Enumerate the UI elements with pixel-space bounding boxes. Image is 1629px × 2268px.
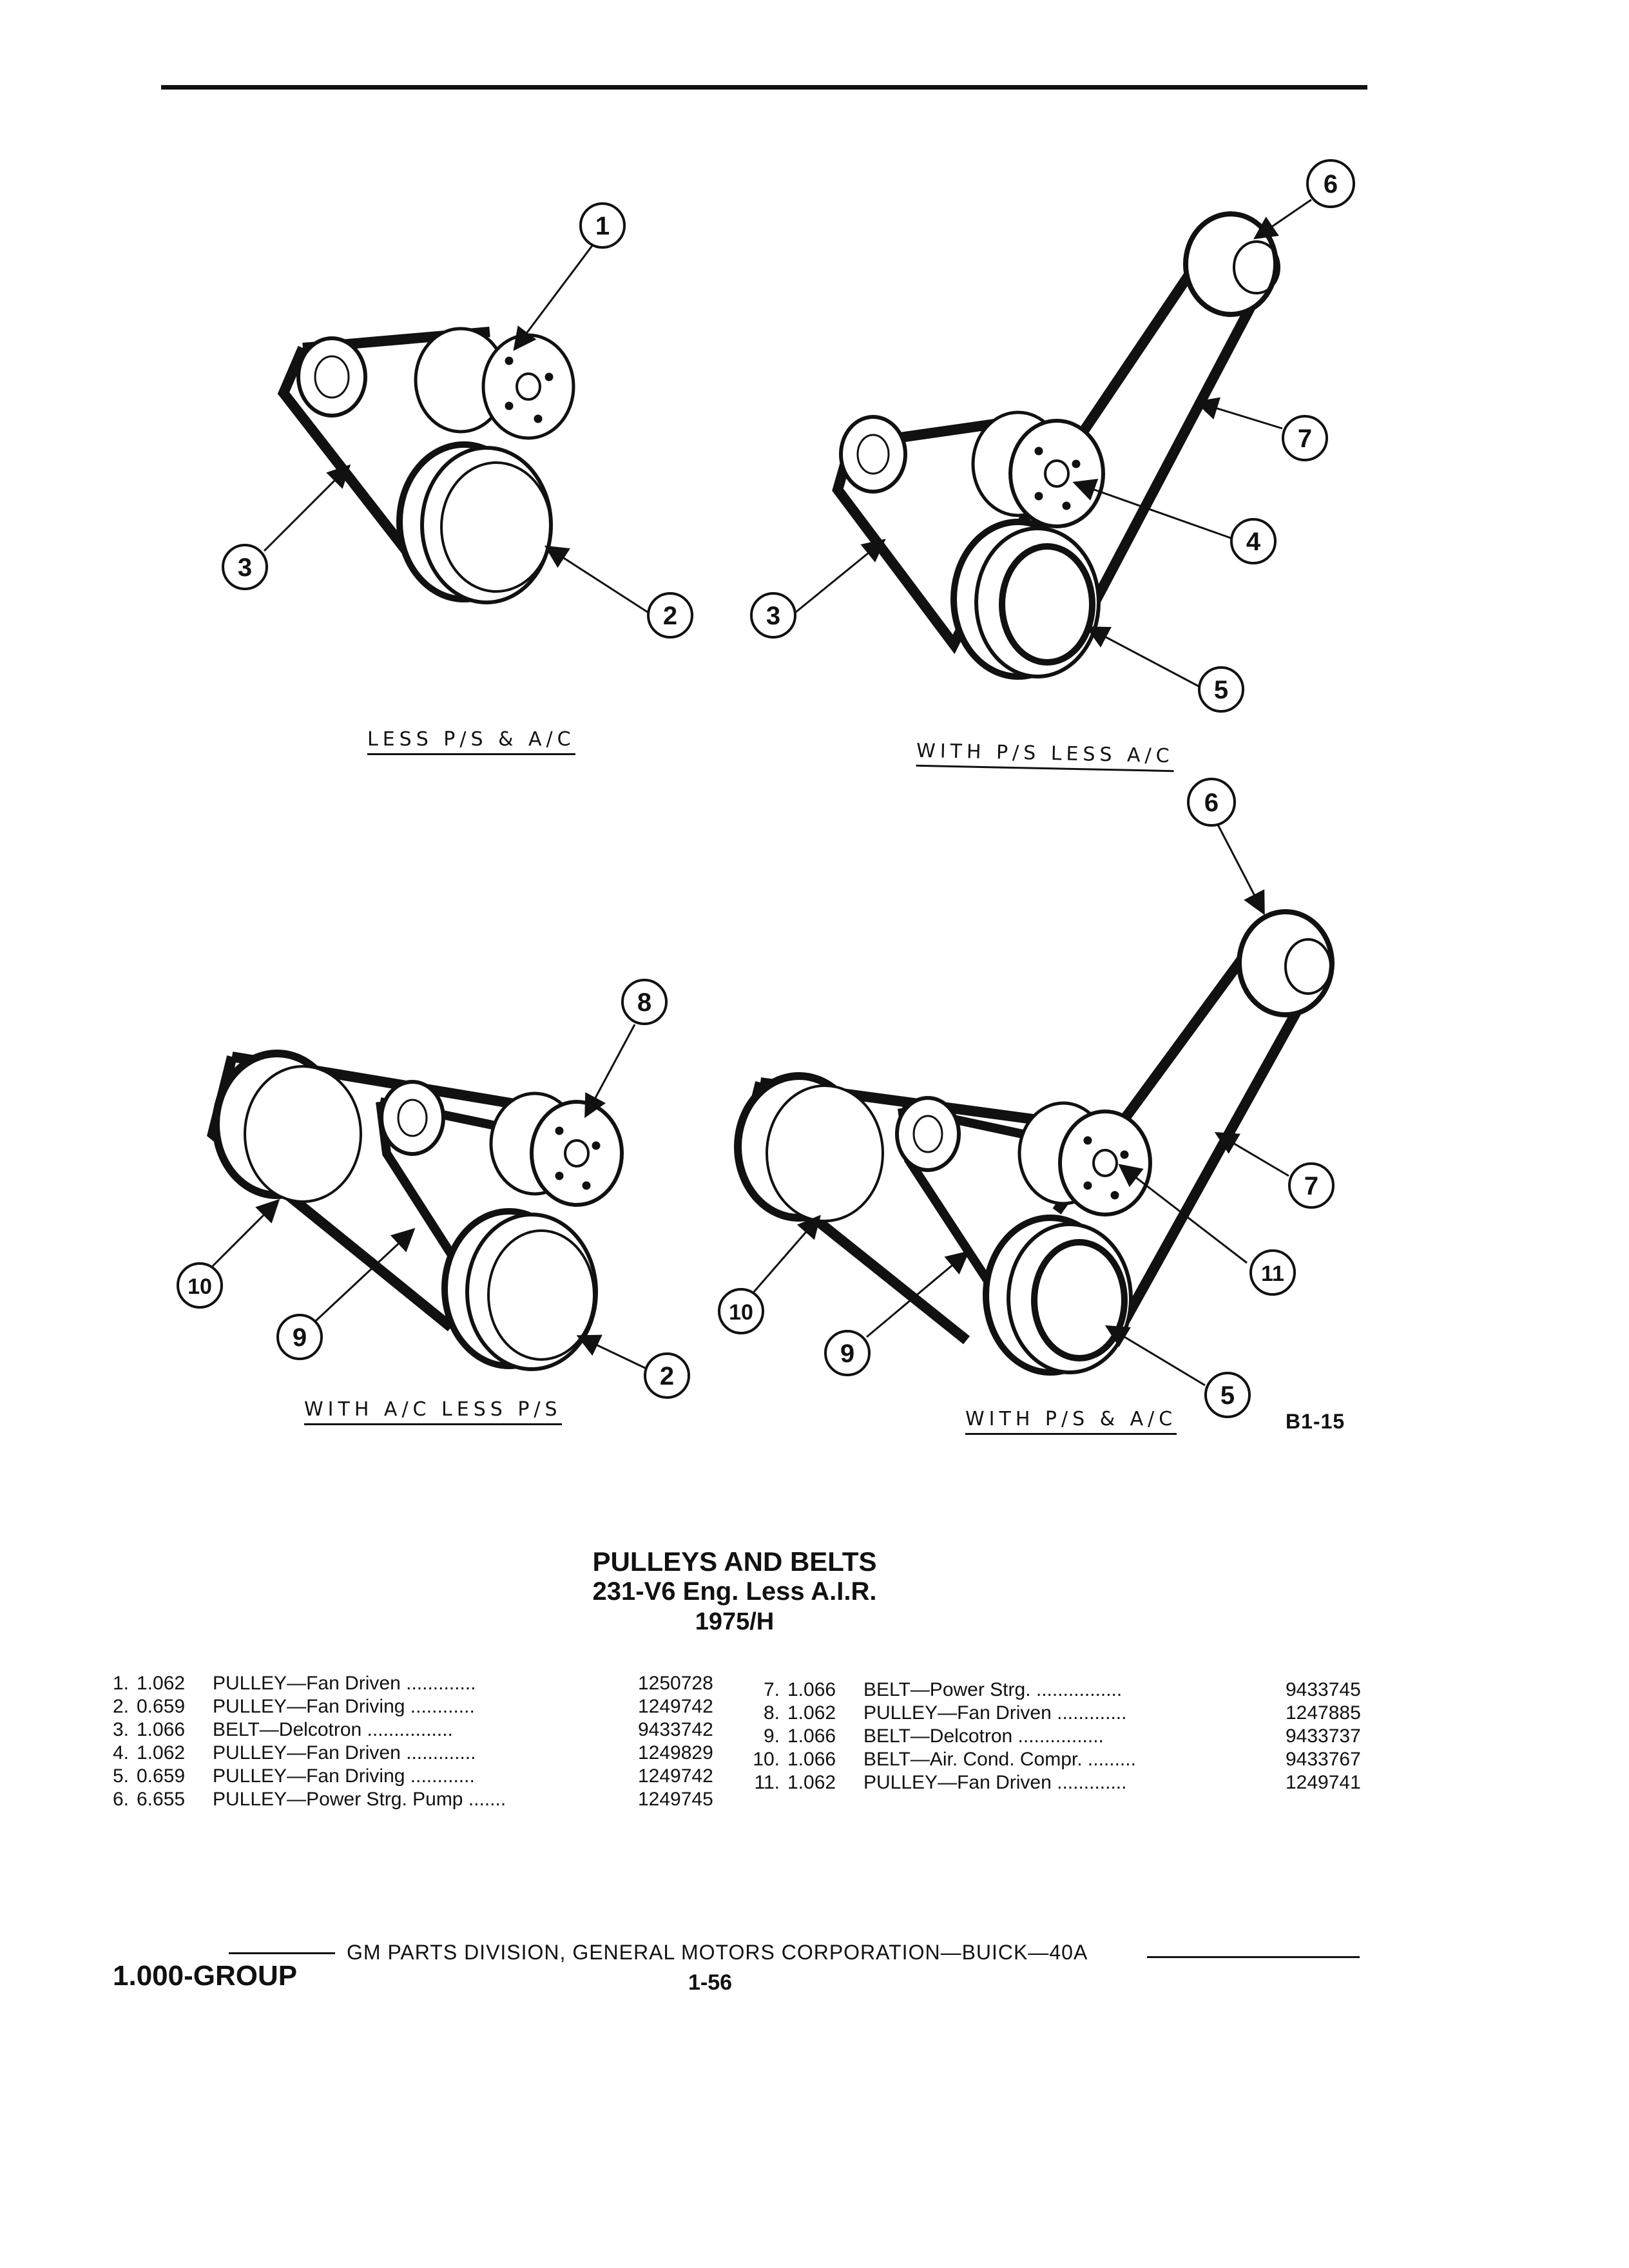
item-part-number: 1249742: [638, 1765, 713, 1787]
item-description: PULLEY—Fan Driven .............: [863, 1772, 1127, 1793]
footer-publisher: GM PARTS DIVISION, GENERAL MOTORS CORPOR…: [347, 1941, 1088, 1964]
callout-d3-2: 2: [660, 1362, 674, 1390]
item-description: BELT—Delcotron ................: [213, 1719, 453, 1740]
caption-with-ac-less-ps: WITH A/C LESS P/S: [304, 1398, 562, 1425]
item-part-number: 9433745: [1286, 1679, 1361, 1700]
item-qty: 1.062: [787, 1772, 836, 1793]
item-description: PULLEY—Fan Driven .............: [213, 1742, 476, 1763]
section-subtitle: 231-V6 Eng. Less A.I.R.: [592, 1577, 877, 1606]
footer-rule-left: [229, 1952, 335, 1954]
item-number: 9.: [763, 1725, 780, 1747]
item-qty: 1.062: [787, 1702, 836, 1724]
item-qty: 1.062: [137, 1742, 186, 1763]
diagram-less-ps-ac: [222, 202, 693, 639]
item-number: 4.: [112, 1742, 129, 1763]
callout-d3-10: 10: [188, 1274, 212, 1299]
item-description: BELT—Air. Cond. Compr. .........: [863, 1749, 1136, 1770]
list-item: 4. 1.062 PULLEY—Fan Driven ............. 12…: [90, 1742, 735, 1765]
diagram-with-ps-ac: [718, 778, 1335, 1418]
item-number: 7.: [763, 1679, 780, 1700]
callout-d1-1: 1: [595, 212, 610, 240]
item-description: PULLEY—Fan Driving ............: [213, 1696, 475, 1717]
item-number: 6.: [112, 1789, 129, 1810]
item-number: 2.: [112, 1696, 129, 1717]
item-number: 1.: [112, 1673, 129, 1694]
caption-less-ps-ac: LESS P/S & A/C: [367, 728, 575, 755]
caption-with-ps-less-ac: WITH P/S LESS A/C: [916, 739, 1174, 773]
parts-list-right: 7. 1.066 BELT—Power Strg. ................…: [741, 1678, 1482, 1794]
item-part-number: 1249745: [638, 1789, 713, 1810]
diagram-with-ps-less-ac: [750, 159, 1355, 713]
list-item: 8. 1.062 PULLEY—Fan Driven ............. 12…: [741, 1702, 1482, 1725]
item-number: 5.: [112, 1765, 129, 1787]
item-description: BELT—Power Strg. ................: [863, 1679, 1123, 1700]
list-item: 11. 1.062 PULLEY—Fan Driven ............. 1…: [741, 1771, 1482, 1794]
item-part-number: 1250728: [638, 1673, 713, 1694]
item-part-number: 1249741: [1286, 1772, 1361, 1793]
list-item: 6. 6.655 PULLEY—Power Strg. Pump ....... 12…: [90, 1788, 735, 1811]
item-number: 11.: [754, 1772, 780, 1793]
callout-d1-3: 3: [238, 553, 252, 582]
list-item: 2. 0.659 PULLEY—Fan Driving ............ 12…: [90, 1695, 735, 1718]
callout-d4-11: 11: [1261, 1262, 1284, 1286]
item-part-number: 9433737: [1286, 1725, 1361, 1747]
footer-rule-right: [1147, 1956, 1360, 1958]
callout-d4-10: 10: [729, 1300, 753, 1325]
item-part-number: 1249742: [638, 1696, 713, 1717]
top-rule: [161, 85, 1367, 90]
callout-d4-6: 6: [1204, 789, 1219, 817]
item-qty: 0.659: [137, 1696, 186, 1717]
item-description: PULLEY—Fan Driven .............: [213, 1673, 476, 1694]
section-year: 1975/H: [695, 1608, 775, 1635]
list-item: 7. 1.066 BELT—Power Strg. ................…: [741, 1678, 1482, 1702]
item-part-number: 1247885: [1286, 1702, 1361, 1724]
item-number: 8.: [763, 1702, 780, 1724]
item-part-number: 9433767: [1286, 1749, 1361, 1770]
item-description: BELT—Delcotron ................: [863, 1725, 1104, 1747]
figure-number: B1-15: [1286, 1410, 1345, 1433]
section-title: PULLEYS AND BELTS: [592, 1546, 877, 1577]
footer-group: 1.000-GROUP: [113, 1960, 298, 1992]
callout-d4-5: 5: [1220, 1381, 1235, 1410]
callout-d2-7: 7: [1298, 425, 1312, 453]
item-qty: 1.066: [137, 1719, 186, 1740]
callout-d2-4: 4: [1246, 528, 1261, 556]
callout-d1-2: 2: [663, 602, 677, 630]
page-number: 1-56: [688, 1970, 733, 1995]
list-item: 5. 0.659 PULLEY—Fan Driving ............ 12…: [90, 1765, 735, 1788]
caption-with-ps-ac: WITH P/S & A/C: [965, 1408, 1177, 1435]
callout-d2-3: 3: [766, 602, 780, 630]
list-item: 10. 1.066 BELT—Air. Cond. Compr. .........…: [741, 1748, 1482, 1771]
callout-d3-8: 8: [637, 988, 651, 1017]
item-qty: 1.066: [787, 1679, 836, 1700]
diagram-with-ac-less-ps: [177, 979, 690, 1399]
callout-d2-5: 5: [1214, 676, 1228, 704]
item-part-number: 9433742: [638, 1719, 713, 1740]
item-description: PULLEY—Power Strg. Pump .......: [213, 1789, 506, 1810]
list-item: 3. 1.066 BELT—Delcotron ................ 94…: [90, 1718, 735, 1742]
item-qty: 6.655: [137, 1789, 186, 1810]
item-qty: 1.066: [787, 1749, 836, 1770]
item-part-number: 1249829: [638, 1742, 713, 1763]
item-qty: 1.062: [137, 1673, 186, 1694]
item-qty: 0.659: [137, 1765, 186, 1787]
item-qty: 1.066: [787, 1725, 836, 1747]
list-item: 9. 1.066 BELT—Delcotron ................ 94…: [741, 1725, 1482, 1748]
list-item: 1. 1.062 PULLEY—Fan Driven ............. 12…: [90, 1672, 735, 1695]
callout-d4-9: 9: [840, 1340, 854, 1368]
item-description: PULLEY—Fan Driven .............: [863, 1702, 1127, 1724]
item-number: 10.: [753, 1749, 780, 1770]
callout-d3-9: 9: [293, 1323, 307, 1352]
item-description: PULLEY—Fan Driving ............: [213, 1765, 475, 1787]
callout-d4-7: 7: [1304, 1172, 1318, 1200]
callout-d2-6: 6: [1324, 170, 1338, 198]
item-number: 3.: [112, 1719, 129, 1740]
